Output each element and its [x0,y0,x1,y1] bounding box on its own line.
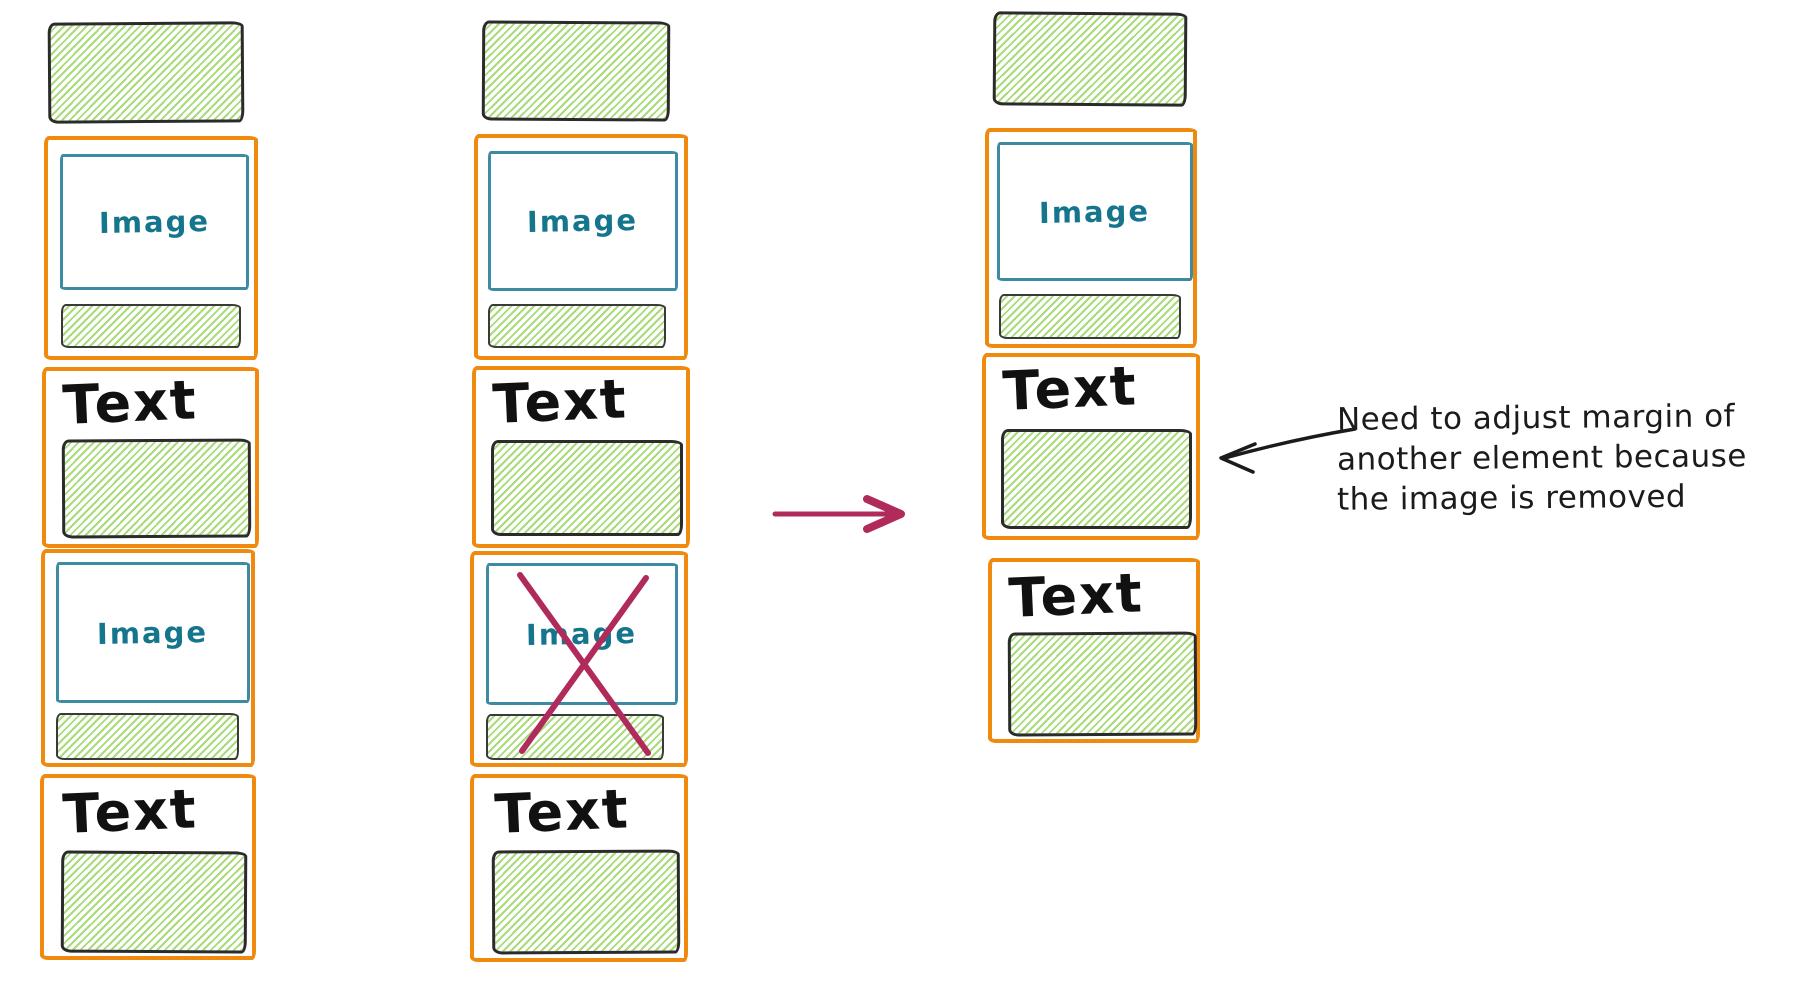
text-heading: Text [61,368,199,437]
text-card: Text [472,366,690,548]
hatched-banner-block [47,21,245,124]
hatched-caption-bar [999,294,1181,339]
hatched-paragraph-block [491,440,683,536]
annotation-line: another element because [1336,438,1748,478]
image-label: Image [1039,193,1151,230]
image-card: Image [985,128,1197,348]
hatched-caption-bar [56,713,239,760]
image-label: Image [527,203,639,239]
text-heading: Text [491,367,629,436]
hatched-banner-block [481,20,671,122]
image-card: Image [44,136,258,360]
hatched-caption-bar [486,714,664,760]
image-placeholder: Image [486,563,678,705]
cross-out-icon [517,572,651,756]
hatched-paragraph-block [1001,429,1192,529]
image-placeholder: Image [60,154,249,290]
hatched-caption-bar [61,304,241,348]
annotation-note: Need to adjust margin of another element… [1337,398,1747,518]
annotation-line: Need to adjust margin of [1336,398,1736,438]
text-heading: Text [493,777,631,846]
text-card: Text [470,774,688,962]
hatched-paragraph-block [61,438,252,539]
annotation-arrow-icon [1219,427,1357,474]
hatched-paragraph-block [1007,631,1198,737]
text-heading: Text [1001,354,1139,423]
text-heading: Text [61,777,199,846]
text-card: Text [40,774,256,960]
text-heading: Text [1007,561,1145,630]
image-card: Image [474,134,688,360]
image-placeholder: Image [488,151,678,291]
text-card: Text [982,353,1200,540]
hatched-banner-block [992,11,1188,107]
hatched-paragraph-block [491,849,681,955]
image-placeholder: Image [997,142,1193,281]
hatched-paragraph-block [60,850,248,954]
removed-image-card: Image [470,551,688,767]
text-card: Text [988,558,1200,743]
image-placeholder: Image [56,562,250,703]
annotation-line: the image is removed [1336,478,1687,518]
arrow-right-icon [772,495,905,533]
hatched-caption-bar [488,304,666,348]
text-card: Text [42,367,259,548]
image-label: Image [97,614,209,651]
image-card: Image [41,549,255,767]
image-label: Image [98,204,211,240]
